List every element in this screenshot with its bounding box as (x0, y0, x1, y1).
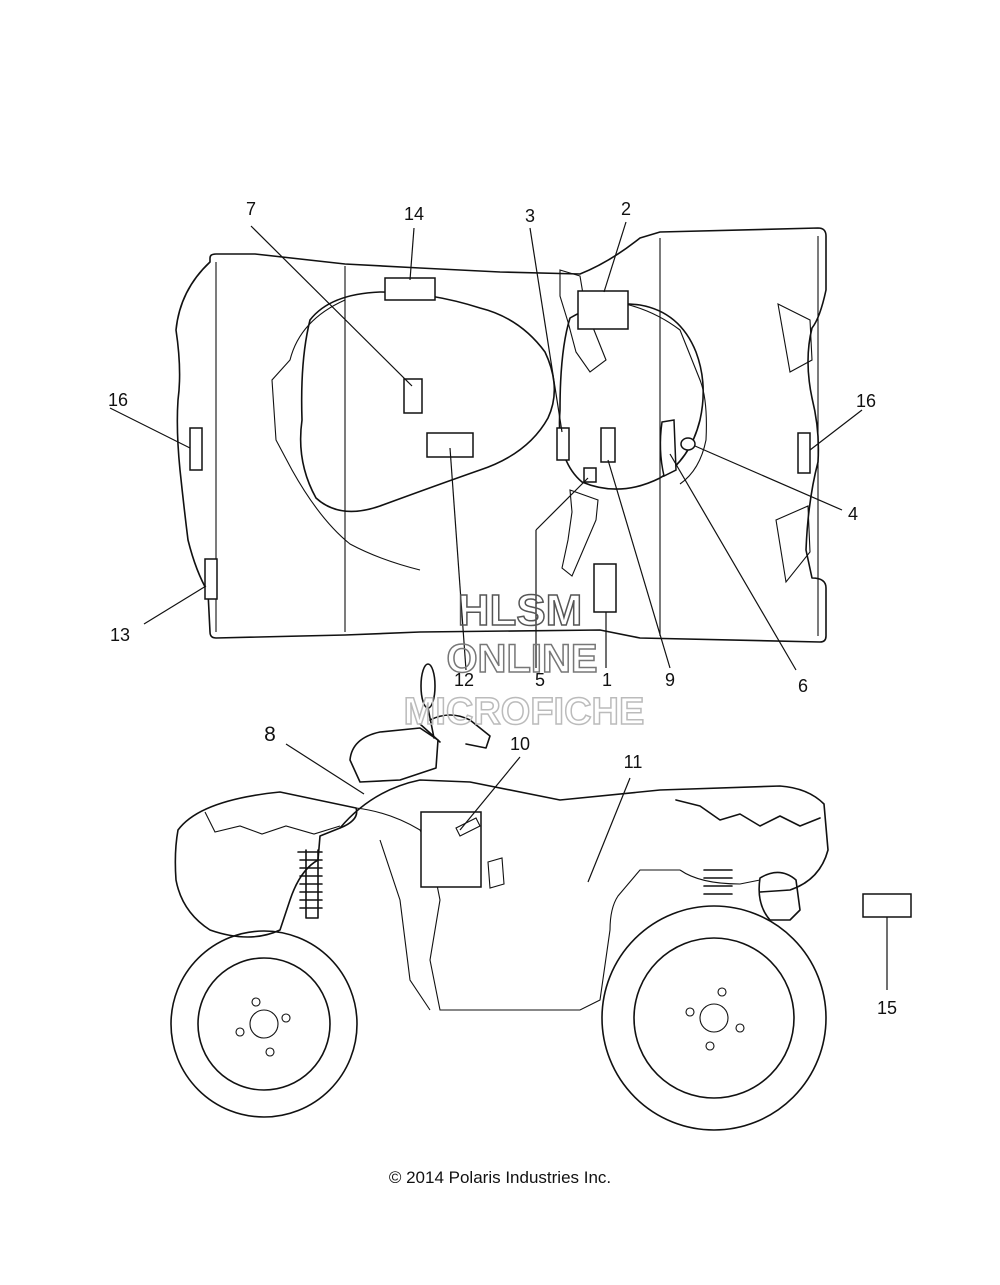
decal-14 (384, 277, 436, 301)
decal-7 (403, 378, 423, 414)
callout-labels: 7 14 3 2 16 16 4 13 12 5 1 9 6 8 10 11 1… (108, 199, 897, 1018)
callout-12: 12 (454, 670, 474, 690)
watermark-line-1: HLSM (458, 586, 583, 635)
callout-4: 4 (848, 504, 858, 524)
decal-13 (204, 558, 218, 600)
decal-16-left (189, 427, 203, 471)
callout-14: 14 (404, 204, 424, 224)
callout-9: 9 (665, 670, 675, 690)
callout-1: 1 (602, 670, 612, 690)
callout-7: 7 (246, 199, 256, 219)
watermark-line-3: MICROFICHE (404, 691, 645, 733)
callout-15: 15 (877, 998, 897, 1018)
callout-16-left: 16 (108, 390, 128, 410)
decal-2 (577, 290, 629, 330)
callout-13: 13 (110, 625, 130, 645)
atv-side-view (170, 663, 912, 1131)
decal-9 (600, 427, 616, 463)
callout-6: 6 (798, 676, 808, 696)
decal-3 (556, 427, 570, 461)
decal-6 (659, 419, 677, 478)
decal-16-right (797, 432, 811, 474)
decal-15 (862, 893, 912, 918)
callout-11: 11 (624, 752, 643, 772)
callout-8: 8 (264, 723, 276, 746)
callout-10: 10 (510, 734, 530, 754)
callout-3: 3 (525, 206, 535, 226)
copyright-notice: © 2014 Polaris Industries Inc. (388, 1168, 612, 1187)
callout-2: 2 (621, 199, 631, 219)
watermark-line-2: ONLINE (446, 637, 597, 681)
atv-top-view (109, 221, 863, 671)
decal-4 (680, 437, 696, 451)
callout-16-right: 16 (856, 391, 876, 411)
watermark: HLSM ONLINE MICROFICHE (403, 585, 645, 734)
callout-5: 5 (535, 670, 545, 690)
decal-10 (420, 811, 482, 888)
decal-1 (593, 563, 617, 613)
